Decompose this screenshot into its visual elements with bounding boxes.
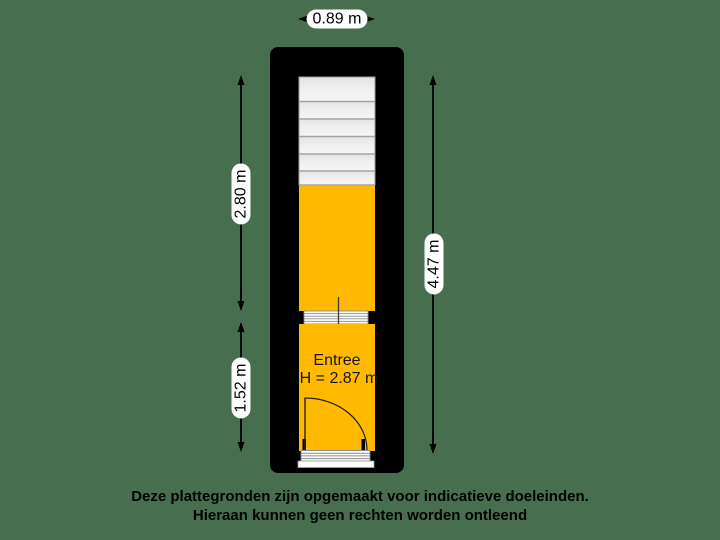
dimension-label-upper-left-height: 2.80 m — [231, 163, 251, 225]
dimension-label-lower-left-height: 1.52 m — [231, 357, 251, 419]
stair-tread — [299, 101, 375, 119]
arrowhead-up — [429, 75, 437, 85]
stair-tread — [299, 171, 375, 185]
arrowhead-up — [237, 75, 245, 85]
room-name-label: Entree — [313, 352, 361, 369]
arrowhead-down — [429, 444, 437, 454]
disclaimer-line-1: Deze plattegronden zijn opgemaakt voor i… — [131, 488, 589, 505]
stair-tread — [299, 119, 375, 137]
arrowhead-down — [237, 301, 245, 311]
entry-threshold — [297, 450, 375, 468]
arrowhead-down — [237, 442, 245, 452]
arrowhead-up — [237, 322, 245, 332]
arrowhead-right — [365, 15, 375, 23]
hallway-floor — [299, 185, 375, 311]
door-swing-arc — [304, 397, 368, 451]
stair-tread — [299, 136, 375, 154]
door-jamb-left — [302, 439, 306, 451]
arrowhead-left — [298, 15, 308, 23]
dimension-label-right-height: 4.47 m — [424, 233, 444, 295]
room-height-label: H = 2.87 m — [299, 370, 379, 387]
disclaimer-line-2: Hieraan kunnen geen rechten worden ontle… — [192, 507, 528, 524]
stair-tread-lines — [299, 100, 375, 186]
staircase — [298, 76, 376, 186]
door-jamb-right — [361, 439, 365, 451]
threshold-steps — [303, 310, 369, 325]
disclaimer: Deze plattegronden zijn opgemaakt voor i… — [0, 487, 720, 525]
stair-tread — [299, 154, 375, 171]
stair-tread — [299, 77, 375, 102]
dimension-label-top-width: 0.89 m — [306, 9, 368, 29]
